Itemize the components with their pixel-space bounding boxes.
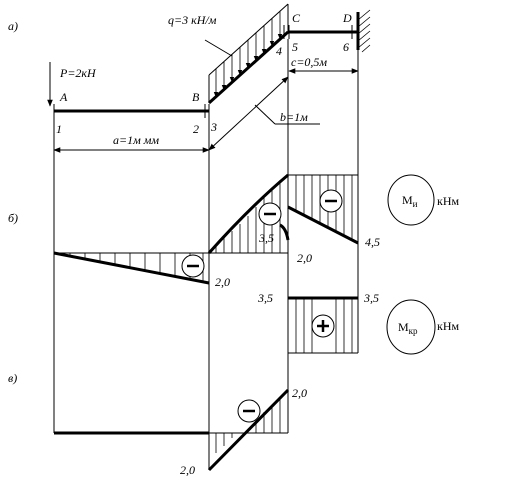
section-number-3: 3	[210, 120, 217, 134]
bending-value-6: 4,5	[365, 235, 380, 249]
bending-legend-symbol: Mи	[402, 193, 418, 209]
point-label-a: A	[59, 90, 68, 104]
bending-value-b: 2,0	[215, 275, 230, 289]
point-label-b: B	[192, 90, 200, 104]
beam-segment-bc	[207, 30, 290, 105]
dimension-b-label: b=1м	[280, 110, 308, 124]
torsion-moment-diagram	[287, 296, 436, 355]
dimension-a-label: a=1м мм	[113, 133, 159, 147]
point-label-c: C	[292, 11, 301, 25]
beam-scheme	[47, 3, 371, 153]
fixed-support-hatch	[357, 9, 371, 53]
torsion-legend-ellipse	[386, 299, 436, 355]
torsion-legend-symbol: Mкр	[398, 320, 418, 336]
part-label-c: в)	[8, 371, 17, 385]
section-number-4: 4	[276, 44, 282, 58]
load-q-label: q=3 кН/м	[168, 13, 217, 27]
part-label-a: а)	[8, 19, 18, 33]
point-label-d: D	[342, 11, 352, 25]
force-p-label: P=2кН	[59, 66, 97, 80]
torsion-value-right: 3,5	[363, 291, 379, 305]
shear-value-top: 2,0	[292, 386, 307, 400]
dimension-c-label: c=0,5м	[291, 55, 327, 69]
torsion-value-left: 3,5	[257, 291, 273, 305]
dimension-b-line	[208, 76, 289, 151]
torsion-legend-unit: кНм	[437, 319, 459, 333]
section-number-2: 2	[193, 122, 199, 136]
part-label-b: б)	[8, 211, 18, 225]
bending-legend-unit: кНм	[437, 194, 459, 208]
shear-diagram	[54, 388, 290, 472]
bending-value-5: 2,0	[297, 251, 312, 265]
section-number-5: 5	[292, 40, 298, 54]
bending-moment-diagram	[53, 173, 435, 285]
shear-value-bottom: 2,0	[180, 463, 195, 477]
section-number-1: 1	[56, 122, 62, 136]
section-number-6: 6	[343, 40, 349, 54]
bending-value-4: 3,5	[258, 231, 274, 245]
bending-legend-ellipse	[387, 174, 435, 226]
